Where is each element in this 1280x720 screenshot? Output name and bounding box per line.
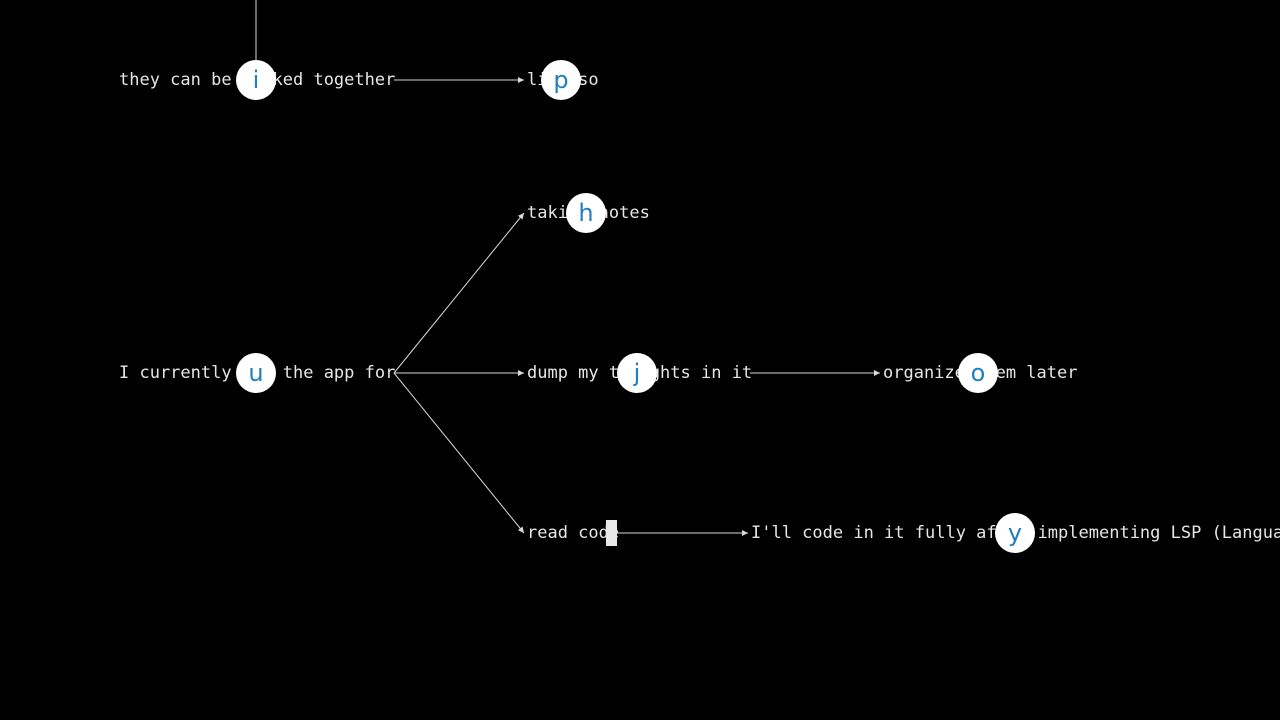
hint-badge-organize-later[interactable]: o [958, 353, 998, 393]
hint-badge-code-after-lsp[interactable]: y [995, 513, 1035, 553]
hint-badge-linked-together[interactable]: i [236, 60, 276, 100]
hint-badge-dump-thoughts[interactable]: j [617, 353, 657, 393]
hint-badge-taking-notes[interactable]: h [566, 193, 606, 233]
text-cursor [606, 520, 617, 546]
node-code-after-lsp[interactable]: I'll code in it fully after implementing… [751, 523, 1280, 543]
hint-badge-use-the-app[interactable]: u [236, 353, 276, 393]
edge-use-app-to-taking-notes [393, 212, 525, 374]
hint-badge-like-so[interactable]: p [541, 60, 581, 100]
edge-use-app-to-read-code [393, 372, 525, 534]
